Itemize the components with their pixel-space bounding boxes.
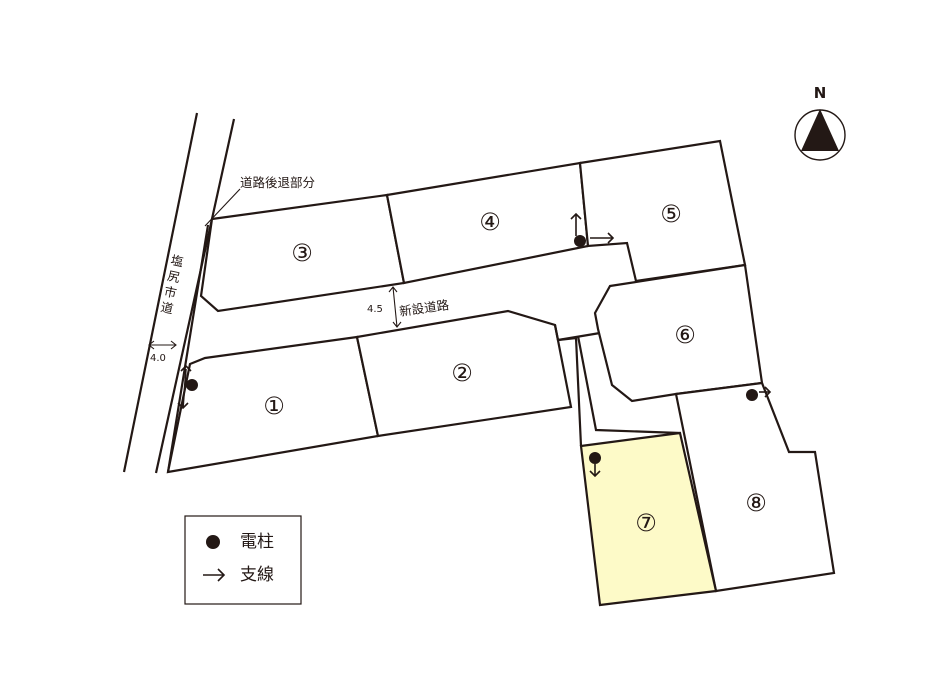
compass-label: N (814, 84, 827, 102)
legend-box (184, 515, 302, 605)
new-road-width-label: 4.5 (367, 304, 383, 315)
lot-label-5: ⑤ (660, 200, 682, 228)
setback-line (166, 224, 210, 473)
lot-label-7: ⑦ (635, 509, 657, 537)
lot-label-2: ② (451, 359, 473, 387)
guy-wire-legend-icon (203, 568, 226, 582)
utility-pole-lot1 (177, 364, 198, 410)
lot-number-8: ⑧ (745, 489, 767, 517)
utility-pole-lot4 (570, 212, 615, 247)
pole-legend-label: 電柱 (240, 532, 274, 552)
legend: 電柱 支線 (184, 515, 302, 605)
lot-7[interactable] (579, 431, 718, 607)
north-arrow-icon (801, 109, 839, 151)
city-road-char-2: 尻 (166, 268, 182, 285)
lot-number-7: ⑦ (635, 509, 657, 537)
city-road-width-dimension: 4.0 (148, 340, 177, 364)
new-road-end (557, 331, 601, 342)
lot-number-3: ③ (291, 239, 313, 267)
lot-number-2: ② (451, 359, 473, 387)
lot-number-4: ④ (479, 208, 501, 236)
city-road-char-1: 塩 (169, 252, 185, 269)
lot-1[interactable] (166, 335, 380, 474)
pole-legend-icon (206, 535, 220, 549)
city-road-char-4: 道 (159, 299, 175, 316)
lot-label-6: ⑥ (674, 321, 696, 349)
north-compass: N (794, 84, 846, 161)
lot7-passage-east (576, 335, 681, 435)
utility-pole-lot7 (589, 452, 601, 478)
guy-wire-legend-label: 支線 (240, 565, 274, 585)
city-road-label: 塩 尻 市 道 (159, 252, 185, 316)
setback-callout: 道路後退部分 (204, 175, 315, 227)
lot-number-5: ⑤ (660, 200, 682, 228)
lot-3[interactable] (199, 193, 406, 313)
setback-label: 道路後退部分 (240, 175, 315, 190)
lot-2[interactable] (355, 309, 573, 438)
city-road-west-edge (122, 112, 199, 473)
lot-number-6: ⑥ (674, 321, 696, 349)
lot-label-3: ③ (291, 239, 313, 267)
city-road-char-3: 市 (163, 284, 178, 301)
new-road-name: 新設道路 (398, 297, 450, 319)
lot-number-1: ① (263, 392, 285, 420)
new-road-width-dimension: 4.5 (367, 286, 402, 328)
lot-label-4: ④ (479, 208, 501, 236)
lot-label-1: ① (263, 392, 285, 420)
utility-pole-lot8 (746, 386, 772, 401)
city-road-east-edge (154, 118, 236, 474)
lot-6[interactable] (593, 263, 764, 403)
city-road-width-label: 4.0 (150, 353, 166, 364)
lot-label-8: ⑧ (745, 489, 767, 517)
